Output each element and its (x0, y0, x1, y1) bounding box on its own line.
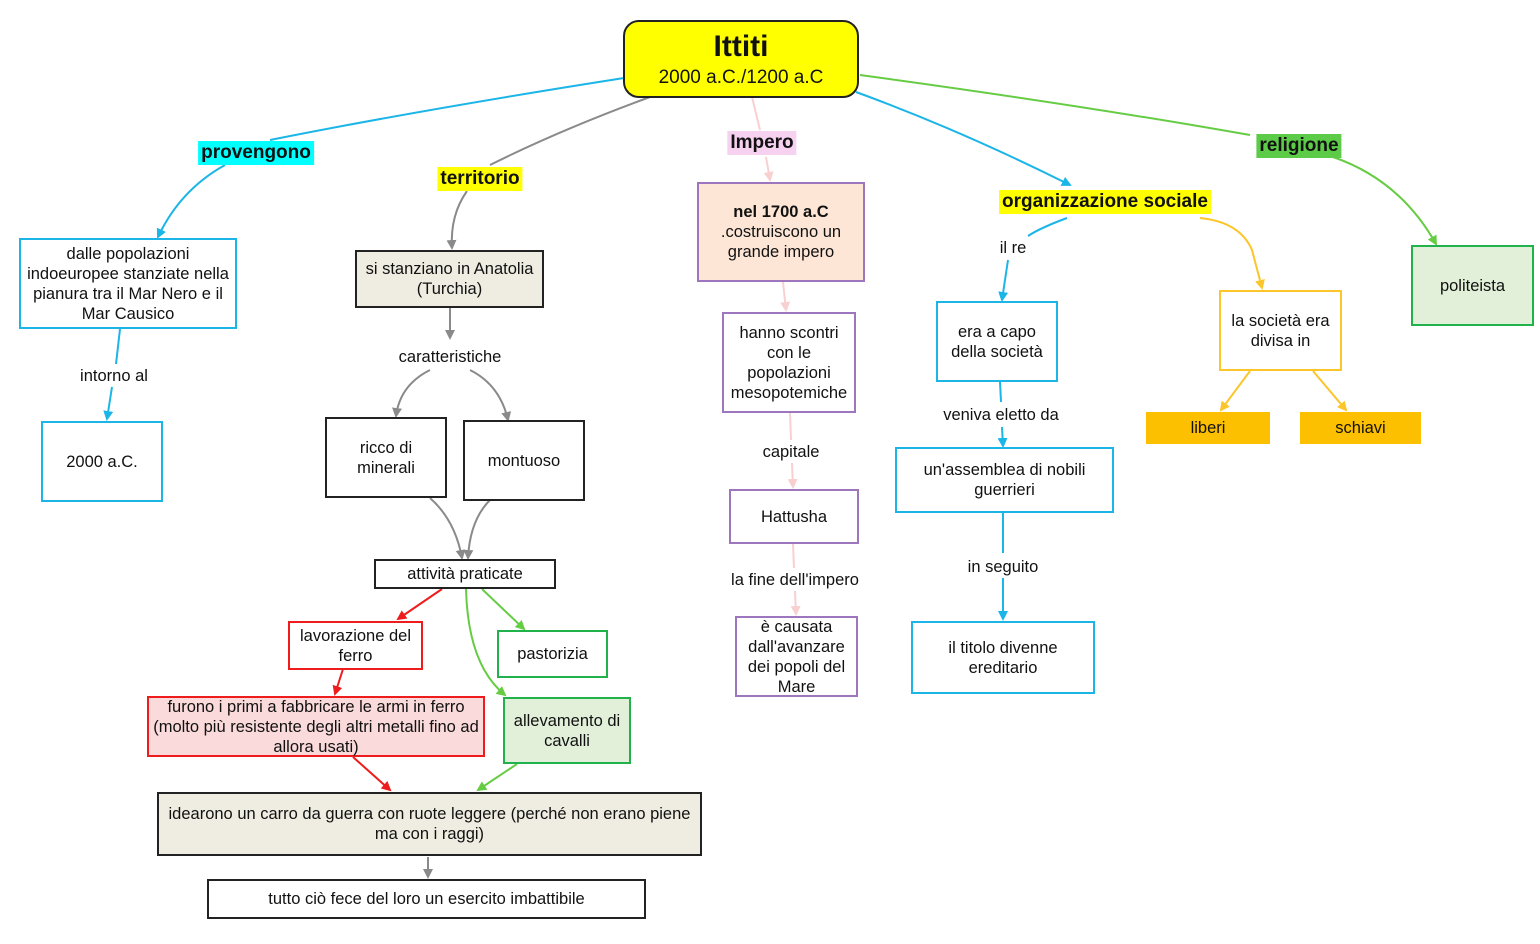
edge-root-organizzazione (855, 91, 1072, 186)
node-1700-impero[interactable]: nel 1700 a.C .costruiscono un grande imp… (697, 182, 865, 282)
edge-root-provengono (269, 77, 625, 141)
node-assemblea[interactable]: un'assemblea di nobili guerrieri (895, 447, 1114, 513)
edge-capo-eletto (999, 381, 1002, 403)
edge-religione-politeista (1332, 156, 1437, 246)
edge-fine-causata (790, 590, 801, 616)
impero-text: .costruiscono un grande impero (720, 223, 842, 261)
node-schiavi[interactable]: schiavi (1300, 412, 1421, 444)
root-node[interactable]: Ittiti 2000 a.C./1200 a.C (623, 20, 859, 98)
node-liberi[interactable]: liberi (1146, 412, 1270, 444)
node-armi-ferro[interactable]: furono i primi a fabbricare le armi in f… (147, 696, 485, 757)
edge-hattusha-fine (792, 543, 795, 569)
node-titolo-ereditario[interactable]: il titolo divenne ereditario (911, 621, 1095, 694)
link-fine-impero: la fine dell'impero (729, 570, 861, 590)
link-caratteristiche: caratteristiche (396, 347, 504, 367)
node-capo-societa[interactable]: era a capo della società (936, 301, 1058, 382)
edge-montuoso-attivita (463, 499, 491, 560)
node-hattusha[interactable]: Hattusha (729, 489, 859, 544)
node-attivita-praticate[interactable]: attività praticate (374, 559, 556, 589)
branch-religione[interactable]: religione (1256, 134, 1342, 158)
edge-ferro-armi (332, 668, 344, 696)
edge-attivita-ferro (396, 588, 443, 621)
branch-impero[interactable]: Impero (727, 131, 797, 155)
link-il-re: il re (997, 238, 1029, 258)
edge-impero-1700 (763, 156, 774, 182)
node-politeista[interactable]: politeista (1411, 245, 1534, 326)
edge-org-ilre (1027, 217, 1068, 237)
edge-1700-scontri (780, 281, 791, 312)
edge-provengono-popolazioni (156, 164, 226, 239)
edge-root-territorio (489, 96, 651, 166)
edge-divisa-schiavi (1312, 370, 1348, 412)
node-popolazioni[interactable]: dalle popolazioni indoeuropee stanziate … (19, 238, 237, 329)
edge-root-religione (859, 74, 1251, 136)
edge-popolazioni-intorno (115, 328, 121, 365)
node-montuoso[interactable]: montuoso (463, 420, 585, 501)
root-title: Ittiti (713, 30, 769, 63)
branch-provengono[interactable]: provengono (198, 141, 314, 165)
edge-attivita-cavalli (465, 588, 507, 697)
edge-divisa-liberi (1219, 370, 1251, 412)
edge-ilre-capo (998, 259, 1009, 302)
edge-intorno-2000 (103, 386, 114, 421)
edge-caratt-minerali (392, 369, 431, 418)
edge-capitale-hattusha (787, 462, 798, 489)
edge-eletto-assemblea (997, 426, 1008, 448)
edge-armi-carro (352, 756, 392, 792)
edge-scontri-capitale (789, 412, 792, 441)
node-popoli-mare[interactable]: è causata dall'avanzare dei popoli del M… (735, 616, 858, 697)
link-intorno-al: intorno al (78, 366, 150, 386)
node-pastorizia[interactable]: pastorizia (497, 630, 608, 678)
node-carro-guerra[interactable]: idearono un carro da guerra con ruote le… (157, 792, 702, 856)
impero-date: nel 1700 a.C (733, 203, 829, 221)
edge-org-divisa (1199, 217, 1265, 290)
link-veniva-eletto: veniva eletto da (941, 405, 1061, 425)
edge-attivita-pastorizia (481, 588, 526, 631)
edge-root-impero (751, 96, 761, 131)
node-societa-divisa[interactable]: la società era divisa in (1219, 290, 1342, 371)
link-in-seguito: in seguito (965, 557, 1041, 577)
node-esercito[interactable]: tutto ciò fece del loro un esercito imba… (207, 879, 646, 919)
node-2000-ac[interactable]: 2000 a.C. (41, 421, 163, 502)
edge-territorio-anatolia (446, 190, 468, 250)
branch-territorio[interactable]: territorio (437, 167, 523, 191)
edge-caratt-montuoso (469, 369, 512, 422)
node-ricco-minerali[interactable]: ricco di minerali (325, 417, 447, 498)
edge-cavalli-carro (476, 763, 518, 792)
node-anatolia[interactable]: si stanziano in Anatolia (Turchia) (355, 250, 544, 308)
root-subtitle: 2000 a.C./1200 a.C (658, 67, 824, 88)
node-allevamento-cavalli[interactable]: allevamento di cavalli (503, 697, 631, 764)
link-capitale: capitale (760, 442, 822, 462)
edge-minerali-attivita (429, 497, 466, 560)
node-scontri[interactable]: hanno scontri con le popolazioni mesopot… (722, 312, 856, 413)
branch-organizzazione-sociale[interactable]: organizzazione sociale (999, 190, 1211, 214)
node-lavorazione-ferro[interactable]: lavorazione del ferro (288, 621, 423, 670)
